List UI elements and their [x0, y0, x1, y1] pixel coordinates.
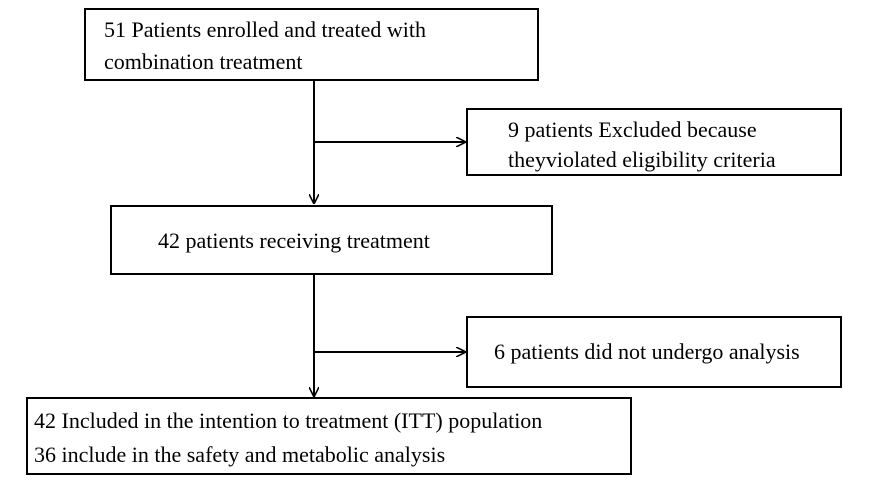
- enrolled-line-1: 51 Patients enrolled and treated with: [104, 17, 426, 42]
- enrolled-box: 51 Patients enrolled and treated with co…: [84, 8, 539, 81]
- included-line-2: 36 include in the safety and metabolic a…: [34, 442, 446, 467]
- receiving-box: 42 patients receiving treatment: [110, 205, 553, 275]
- excluded-line-2: theyviolated eligibility criteria: [508, 147, 776, 172]
- included-box: 42 Included in the intention to treatmen…: [26, 397, 632, 475]
- receiving-line-1: 42 patients receiving treatment: [158, 228, 430, 253]
- enrolled-line-2: combination treatment: [104, 49, 303, 74]
- included-line-1: 42 Included in the intention to treatmen…: [34, 408, 543, 433]
- no-analysis-box: 6 patients did not undergo analysis: [466, 316, 842, 388]
- no-analysis-line-1: 6 patients did not undergo analysis: [494, 339, 800, 364]
- excluded-box: 9 patients Excluded because theyviolated…: [466, 108, 842, 176]
- excluded-line-1: 9 patients Excluded because: [508, 117, 757, 142]
